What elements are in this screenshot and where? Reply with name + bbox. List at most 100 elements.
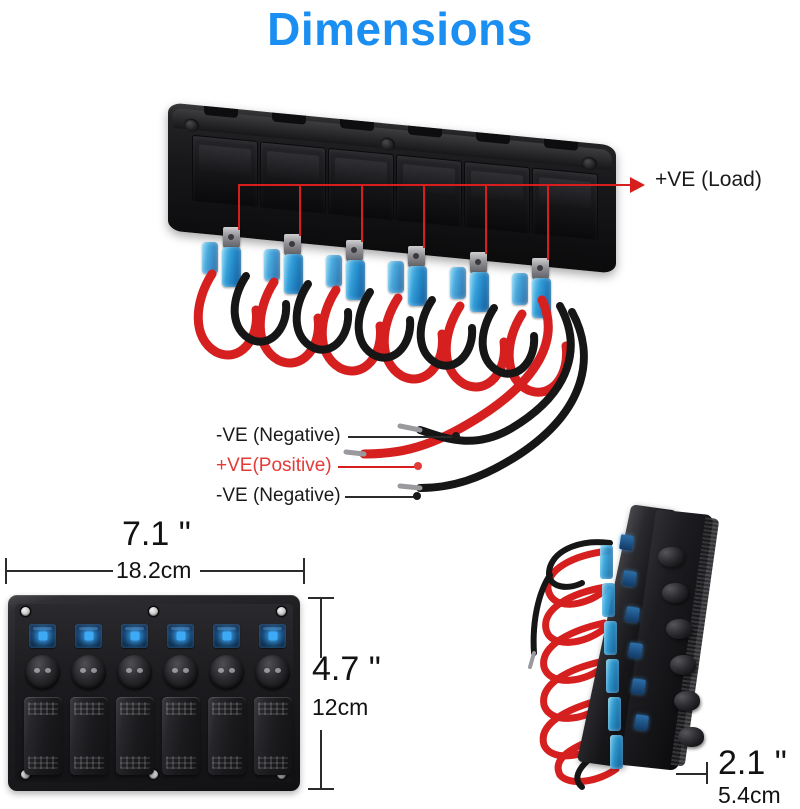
- load-drop-line: [547, 184, 549, 260]
- load-arrow-icon: [630, 177, 645, 193]
- width-dim-tick-left: [5, 558, 7, 584]
- rocker-grip-top: [28, 702, 58, 715]
- mounting-hole: [149, 607, 158, 616]
- width-metric-value: 18.2cm: [116, 557, 192, 583]
- indicator-led: [628, 642, 643, 659]
- indicator-led: [625, 606, 640, 623]
- circuit-breaker-button[interactable]: [658, 547, 684, 567]
- indicator-led: [622, 570, 637, 587]
- indicator-led: [167, 624, 194, 648]
- blue-connector: [470, 272, 489, 312]
- rocker-grip-bottom: [258, 756, 288, 769]
- page-title: Dimensions: [267, 3, 533, 55]
- spade-terminal: [470, 252, 487, 274]
- rocker-switch[interactable]: [162, 697, 200, 775]
- circuit-breaker-button[interactable]: [25, 655, 60, 690]
- circuit-breaker-button[interactable]: [674, 691, 700, 711]
- depth-dim-tick: [706, 762, 708, 784]
- blue-connector: [608, 697, 621, 731]
- height-inches-value: 4.7 ": [312, 650, 381, 688]
- height-dim-tick-bottom: [308, 788, 334, 790]
- width-dim-tick-right: [303, 558, 305, 584]
- depth-inches-value: 2.1 ": [718, 744, 787, 782]
- blue-connector: [610, 735, 623, 769]
- rocker-grip-bottom: [28, 756, 58, 769]
- load-bus-line: [238, 184, 638, 186]
- mounting-hole: [21, 770, 30, 779]
- blue-connector: [202, 242, 218, 274]
- width-dim-line-left: [5, 570, 113, 572]
- height-dim-line-top: [320, 598, 322, 658]
- positive-leader-dot: [414, 462, 422, 470]
- rocker-grip-top: [212, 702, 242, 715]
- circuit-breaker-button[interactable]: [71, 655, 106, 690]
- blue-connector: [222, 247, 241, 287]
- mounting-hole: [149, 770, 158, 779]
- circuit-breaker-button[interactable]: [670, 655, 696, 675]
- load-drop-line: [361, 184, 363, 242]
- negative-bottom-leader-dot: [413, 492, 421, 500]
- blue-connector: [284, 254, 303, 294]
- indicator-led: [213, 624, 240, 648]
- blue-connector: [264, 249, 280, 281]
- rocker-switch[interactable]: [254, 697, 292, 775]
- rocker-grip-top: [120, 702, 150, 715]
- rocker-grip-top: [166, 702, 196, 715]
- indicator-led: [634, 714, 649, 731]
- rocker-switch[interactable]: [24, 697, 62, 775]
- circuit-breaker-button[interactable]: [163, 655, 198, 690]
- blue-connector: [606, 659, 619, 693]
- rocker-grip-top: [258, 702, 288, 715]
- height-metric-value: 12cm: [312, 694, 369, 720]
- width-dim-line-right: [200, 570, 305, 572]
- circuit-breaker-button[interactable]: [255, 655, 290, 690]
- circuit-breaker-button[interactable]: [209, 655, 244, 690]
- rocker-grip-bottom: [212, 756, 242, 769]
- width-inches-value: 7.1 ": [122, 515, 191, 553]
- load-drop-line: [485, 184, 487, 254]
- negative-top-leader-dot: [452, 432, 460, 440]
- blue-connector: [346, 260, 365, 300]
- blue-connector: [512, 273, 528, 305]
- rocker-switch[interactable]: [208, 697, 246, 775]
- circuit-breaker-button[interactable]: [678, 727, 704, 747]
- spade-terminal: [408, 246, 425, 268]
- rocker-grip-top: [74, 702, 104, 715]
- product-side-view: [512, 495, 762, 790]
- depth-dim-line: [676, 773, 706, 775]
- spade-terminal: [284, 234, 301, 256]
- negative-bottom-label: -VE (Negative): [216, 485, 341, 506]
- load-label: +VE (Load): [655, 168, 762, 191]
- rocker-grip-bottom: [166, 756, 196, 769]
- load-drop-line: [238, 184, 240, 230]
- load-drop-line: [423, 184, 425, 248]
- circuit-breaker-button[interactable]: [117, 655, 152, 690]
- product-front-view: [8, 595, 300, 791]
- circuit-breaker-button[interactable]: [666, 619, 692, 639]
- indicator-led: [631, 678, 646, 695]
- rocker-switch[interactable]: [70, 697, 108, 775]
- blue-connector: [450, 267, 466, 299]
- side-wire-harness: [528, 539, 620, 790]
- blue-connector: [408, 266, 427, 306]
- negative-top-leader: [348, 436, 456, 438]
- rocker-grip-bottom: [120, 756, 150, 769]
- spade-terminal: [346, 240, 363, 262]
- product-back-view: [168, 102, 616, 492]
- positive-leader: [338, 466, 418, 468]
- negative-bottom-leader: [345, 496, 417, 498]
- mounting-hole: [21, 607, 30, 616]
- indicator-led: [619, 534, 634, 551]
- depth-metric-value: 5.4cm: [718, 782, 781, 808]
- indicator-led: [29, 624, 56, 648]
- rocker-grip-bottom: [74, 756, 104, 769]
- wire-harness: [193, 269, 588, 492]
- blue-connector: [326, 255, 342, 287]
- blue-connector: [602, 583, 615, 617]
- indicator-led: [259, 624, 286, 648]
- circuit-breaker-button[interactable]: [662, 583, 688, 603]
- indicator-led: [75, 624, 102, 648]
- negative-top-label: -VE (Negative): [216, 425, 341, 446]
- load-drop-line: [299, 184, 301, 236]
- rocker-switch[interactable]: [116, 697, 154, 775]
